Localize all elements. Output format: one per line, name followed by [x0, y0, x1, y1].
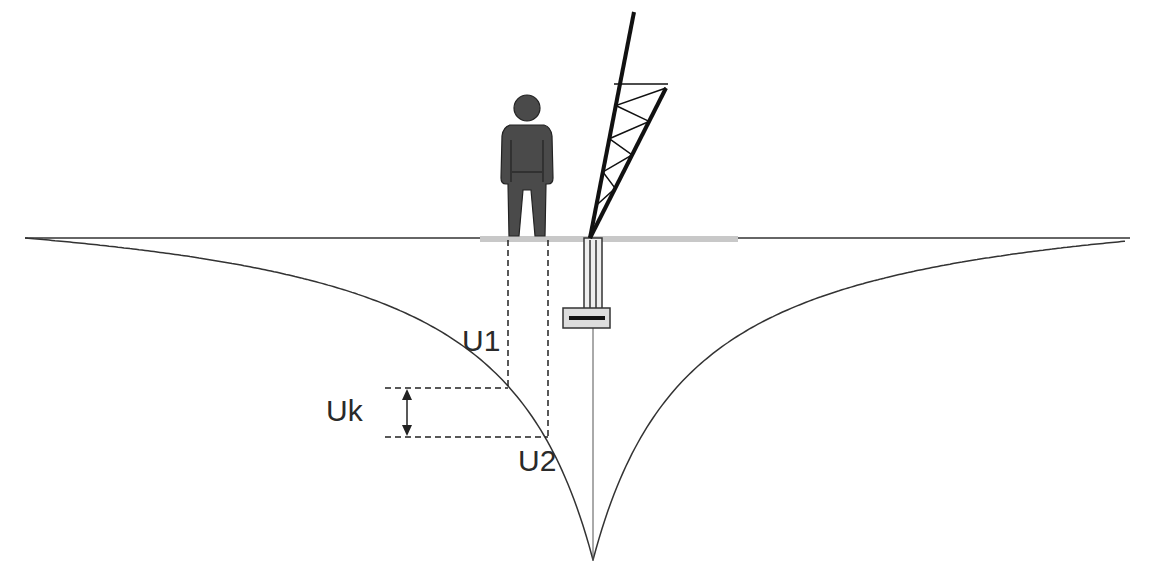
tower-foundation [563, 238, 610, 328]
voltage-label: U2 [518, 446, 556, 476]
voltage-label: Uk [326, 396, 363, 426]
tower [590, 12, 668, 238]
voltage-arrow [402, 389, 412, 436]
voltage-label: U1 [462, 326, 500, 356]
potential-curve [25, 238, 1125, 560]
dashed-projection [385, 240, 548, 437]
ground-slab [480, 236, 738, 242]
person-figure [501, 95, 553, 236]
